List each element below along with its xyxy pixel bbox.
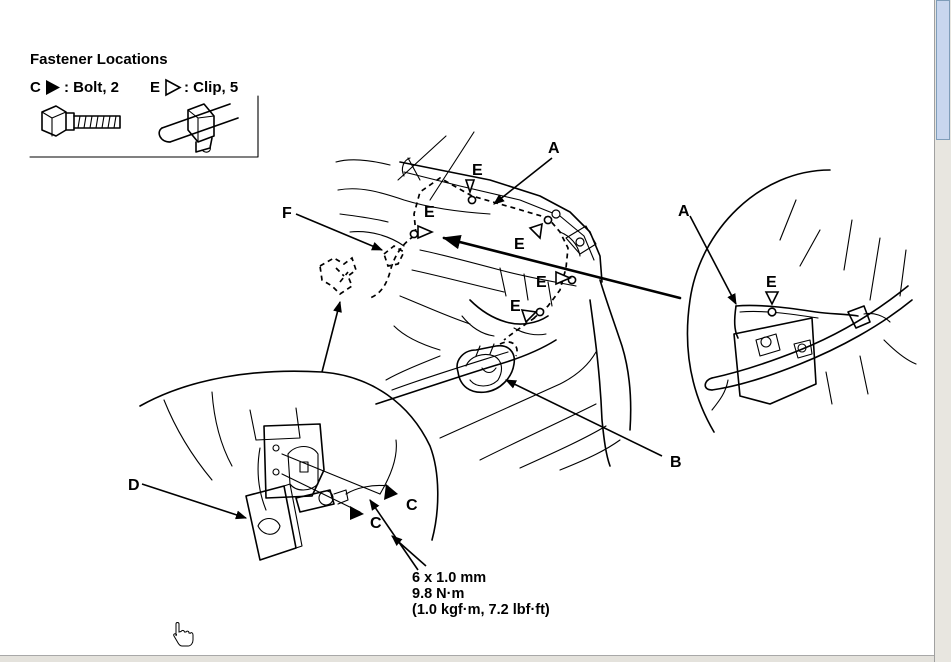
callout-b: B: [670, 454, 682, 471]
callout-e-top: E: [472, 162, 483, 179]
detail-view-clip-a: [686, 169, 917, 433]
callout-a-detail: A: [678, 203, 690, 220]
bolt-marker-icon: [46, 80, 60, 95]
hand-cursor-icon: [173, 622, 194, 647]
callout-e-mid: E: [514, 236, 525, 253]
legend-clip-text: : Clip, 5: [184, 79, 238, 96]
clip-marker-icon: [165, 78, 182, 97]
window-bottom-edge: [0, 655, 934, 662]
callout-a: A: [548, 140, 560, 157]
detail-view-lock-d: [139, 370, 439, 561]
callout-e-left: E: [424, 204, 435, 221]
clip-icon: [158, 103, 239, 153]
legend-clip-letter: E: [150, 79, 160, 96]
torque-spec: 6 x 1.0 mm 9.8 N·m (1.0 kgf·m, 7.2 lbf·f…: [412, 570, 550, 618]
callout-d: D: [128, 477, 140, 494]
bolt-icon: [41, 105, 121, 137]
spec-bolt-size: 6 x 1.0 mm: [412, 570, 486, 586]
legend-bolt-letter: C: [30, 79, 41, 96]
fastener-legend: Fastener Locations C : Bolt, 2 E : Clip,…: [29, 51, 259, 158]
spec-torque-nm: 9.8 N·m: [412, 586, 464, 602]
callout-f: F: [282, 205, 292, 222]
legend-bolt-text: : Bolt, 2: [64, 79, 119, 96]
callout-e-lower: E: [510, 298, 521, 315]
spec-torque-alt: (1.0 kgf·m, 7.2 lbf·ft): [412, 602, 550, 618]
callout-e-right: E: [536, 274, 547, 291]
callout-labels: A E E E E E F B A E D C C: [128, 140, 777, 532]
callout-c-lower: C: [370, 515, 382, 532]
trunk-assembly: [319, 131, 632, 471]
leader-lines: [141, 157, 737, 571]
scrollbar-thumb[interactable]: [936, 0, 950, 140]
callout-c-upper: C: [406, 497, 418, 514]
vertical-scrollbar[interactable]: [934, 0, 951, 662]
callout-e-detail: E: [766, 274, 777, 291]
legend-title: Fastener Locations: [30, 51, 168, 68]
legend-box-border: [29, 95, 259, 158]
